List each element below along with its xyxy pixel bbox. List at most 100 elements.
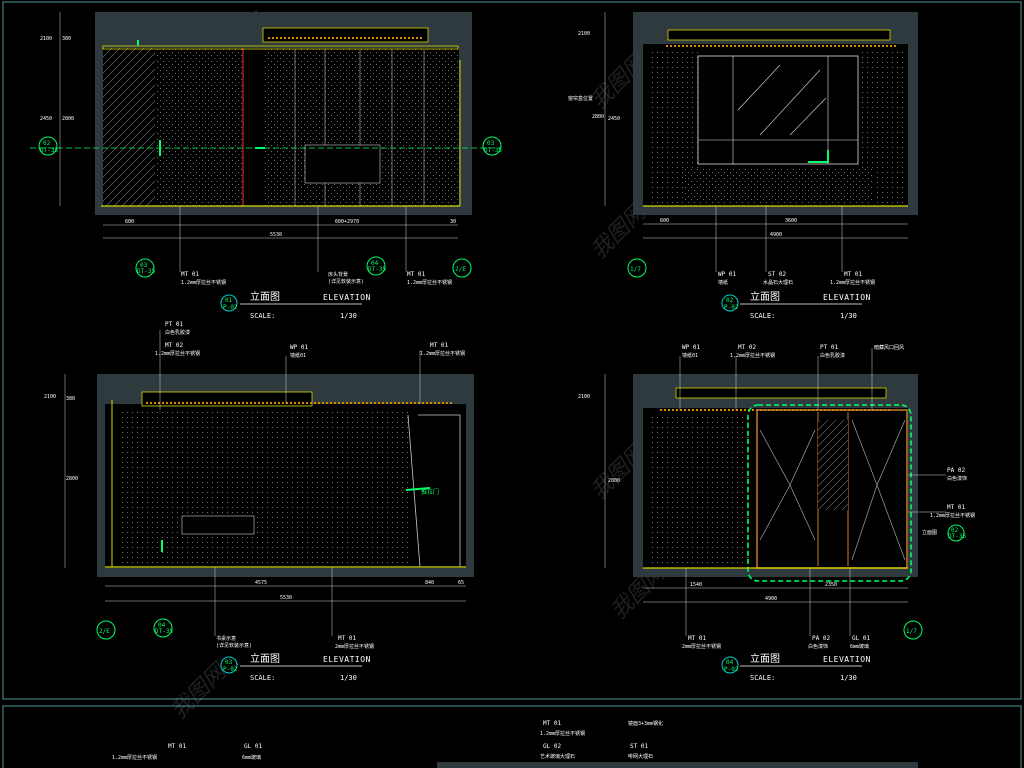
note-line: 书桌示意 bbox=[216, 635, 236, 642]
dim: 2350 bbox=[825, 582, 837, 588]
svg-text:2/E: 2/E bbox=[455, 266, 466, 273]
dim-height: 380 bbox=[62, 36, 71, 42]
view-number: 03 bbox=[225, 659, 233, 666]
axis-bubble: 2/E bbox=[96, 620, 116, 640]
svg-text:03: 03 bbox=[140, 262, 148, 269]
svg-text:DT-35: DT-35 bbox=[484, 147, 502, 154]
svg-text:2/E: 2/E bbox=[99, 628, 110, 635]
material-code: MT 01 bbox=[844, 271, 862, 278]
material-desc: 白色漆饰 bbox=[947, 475, 967, 482]
material-code: GL 01 bbox=[244, 743, 262, 750]
note-line: 镜面3+3mm钢化 bbox=[628, 720, 663, 727]
scale-value: 1/30 bbox=[340, 674, 357, 682]
material-code: MT 01 bbox=[168, 743, 186, 750]
view-sheet: P-02 bbox=[223, 304, 238, 311]
elevation-view-03: 推拉门 4575 840 65 5530 2100 2800 380 PT 01… bbox=[44, 321, 474, 682]
elevation-view-04: 1540 2350 4900 2100 2800 WP 01 墙纸01 MT 0… bbox=[578, 344, 975, 682]
view-number: 04 bbox=[726, 659, 734, 666]
view-title: 立面图 bbox=[250, 652, 280, 665]
dim-height: 2100 bbox=[44, 394, 56, 400]
material-code: PA 02 bbox=[947, 467, 965, 474]
view-title: 立面图 bbox=[250, 290, 280, 303]
material-desc: 6mm玻璃 bbox=[242, 754, 261, 761]
dim: 30 bbox=[450, 219, 456, 225]
dim: 3600 bbox=[785, 218, 797, 224]
svg-text:1/7: 1/7 bbox=[630, 266, 641, 273]
material-desc: 白色乳胶漆 bbox=[820, 352, 845, 359]
material-desc: 白色漆饰 bbox=[808, 643, 828, 650]
material-desc: 艺术玻璃大理石 bbox=[540, 753, 575, 760]
material-desc: 1.2mm厚拉丝不锈钢 bbox=[112, 754, 157, 761]
section-mark: 04 DT-35 bbox=[153, 618, 173, 638]
dim-height: 2800 bbox=[62, 116, 74, 122]
material-code: MT 01 bbox=[947, 504, 965, 511]
material-code: GL 02 bbox=[543, 743, 561, 750]
sheet-border-top bbox=[2, 1, 1022, 700]
section-mark: 04 DT-35 bbox=[366, 256, 386, 276]
top-leaders: PT 01 白色乳胶漆 MT 02 1.2mm厚拉丝不锈钢 WP 01 墙纸01… bbox=[155, 321, 465, 410]
svg-text:DT-35: DT-35 bbox=[155, 628, 173, 635]
material-code: MT 02 bbox=[165, 342, 183, 349]
material-desc: 1.2mm厚拉丝不锈钢 bbox=[830, 279, 875, 286]
section-mark: 03 DT-35 bbox=[482, 136, 502, 156]
dim: 840 bbox=[425, 580, 434, 586]
dim-height: 2450 bbox=[40, 116, 52, 122]
scale-value: 1/30 bbox=[340, 312, 357, 320]
dim-height: 380 bbox=[66, 396, 75, 402]
lower-sheet-partial: MT 01 1.2mm厚拉丝不锈钢 GL 01 6mm玻璃 MT 01 1.2m… bbox=[112, 720, 918, 768]
axis-bubble: 1/7 bbox=[627, 258, 647, 278]
material-code: WP 01 bbox=[718, 271, 736, 278]
side-leaders: PA 02 白色漆饰 MT 01 1.2mm厚拉丝不锈钢 立面图 bbox=[908, 467, 975, 536]
dim-height: 2100 bbox=[578, 31, 590, 37]
material-desc: 2mm厚拉丝不锈钢 bbox=[335, 643, 374, 650]
material-code: PA 02 bbox=[812, 635, 830, 642]
material-code: MT 01 bbox=[407, 271, 425, 278]
view-number: 01 bbox=[225, 297, 233, 304]
view-sheet: P-02 bbox=[223, 666, 238, 673]
svg-text:02: 02 bbox=[951, 527, 959, 534]
view-title-en: ELEVATION bbox=[323, 293, 371, 302]
material-code: WP 01 bbox=[682, 344, 700, 351]
dim-height: 2100 bbox=[578, 394, 590, 400]
svg-text:02: 02 bbox=[43, 140, 51, 147]
dim-height: 2800 bbox=[592, 114, 604, 120]
dim-total: 5530 bbox=[270, 232, 282, 238]
scale-label: SCALE: bbox=[250, 312, 275, 320]
svg-text:DT-35: DT-35 bbox=[368, 266, 386, 273]
note-line: 暗藏风口回风 bbox=[874, 344, 904, 351]
dim-total: 4900 bbox=[765, 596, 777, 602]
view-title: 立面图 bbox=[750, 652, 780, 665]
dim: 1540 bbox=[690, 582, 702, 588]
dim-height: 2800 bbox=[66, 476, 78, 482]
scale-label: SCALE: bbox=[750, 674, 775, 682]
svg-text:04: 04 bbox=[158, 622, 166, 629]
material-code: PT 01 bbox=[165, 321, 183, 328]
axis-bubble: 1/7 bbox=[903, 620, 923, 640]
material-desc: 白色乳胶漆 bbox=[165, 329, 190, 336]
dim-total: 4900 bbox=[770, 232, 782, 238]
note-line: 立面图 bbox=[922, 529, 937, 536]
material-code: ST 02 bbox=[768, 271, 786, 278]
material-code: MT 01 bbox=[543, 720, 561, 727]
material-desc: 1.2mm厚拉丝不锈钢 bbox=[730, 352, 775, 359]
dim: 4575 bbox=[255, 580, 267, 586]
scale-label: SCALE: bbox=[250, 674, 275, 682]
material-code: GL 01 bbox=[852, 635, 870, 642]
material-desc: 墙纸 bbox=[718, 279, 728, 286]
material-code: MT 01 bbox=[338, 635, 356, 642]
material-desc: 1.2mm厚拉丝不锈钢 bbox=[540, 730, 585, 737]
dim-height: 2800 bbox=[608, 478, 620, 484]
elevation-view-01: 5530 600 600+2970 30 2100 2450 2800 380 … bbox=[30, 12, 502, 320]
material-desc: 水晶石大理石 bbox=[763, 279, 793, 286]
dim: 65 bbox=[458, 580, 464, 586]
section-mark: 02 DT-35 bbox=[38, 136, 58, 156]
view-title-en: ELEVATION bbox=[823, 655, 871, 664]
material-desc: 1.2mm厚拉丝不锈钢 bbox=[420, 350, 465, 357]
material-code: WP 01 bbox=[290, 344, 308, 351]
dim-total: 5530 bbox=[280, 595, 292, 601]
material-desc: 1.2mm厚拉丝不锈钢 bbox=[155, 350, 200, 357]
dim: 600 bbox=[125, 219, 134, 225]
note-line: (详见软装示意) bbox=[216, 642, 252, 649]
material-code: MT 01 bbox=[430, 342, 448, 349]
